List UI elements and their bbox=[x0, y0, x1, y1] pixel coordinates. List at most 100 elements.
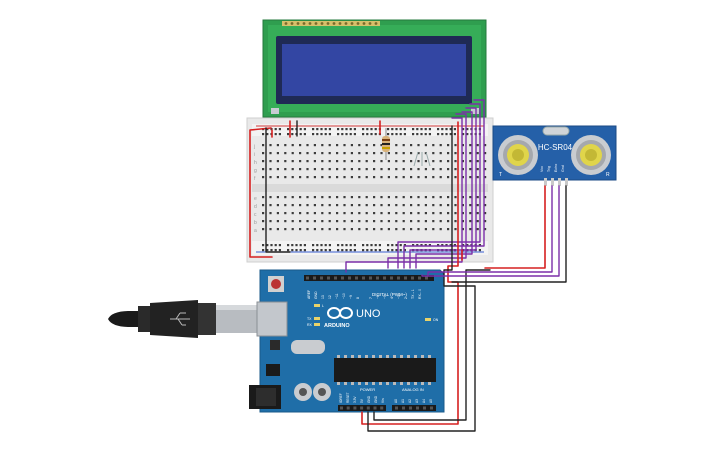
breadboard-hole bbox=[424, 228, 427, 231]
usb-jack[interactable] bbox=[256, 301, 288, 337]
breadboard-hole bbox=[461, 152, 464, 155]
wire-black[interactable] bbox=[265, 127, 291, 253]
lcd-module[interactable] bbox=[262, 19, 487, 118]
breadboard-hole bbox=[476, 168, 479, 171]
pin-label: Vin bbox=[381, 398, 385, 403]
pin-label: A3 bbox=[415, 399, 419, 403]
breadboard-hole bbox=[291, 204, 294, 207]
usb-icon bbox=[170, 312, 190, 326]
sensor-pins[interactable] bbox=[544, 178, 568, 186]
breadboard-hole bbox=[270, 249, 273, 252]
breadboard-hole bbox=[417, 152, 420, 155]
breadboard-hole bbox=[262, 249, 265, 252]
lcd-pin bbox=[332, 22, 336, 25]
breadboard-hole bbox=[417, 160, 420, 163]
breadboard-hole bbox=[447, 144, 450, 147]
wire-black[interactable] bbox=[451, 185, 567, 283]
breadboard-hole bbox=[321, 152, 324, 155]
breadboard[interactable]: j i h g f e d c b a bbox=[246, 117, 494, 263]
wire-purple[interactable] bbox=[403, 99, 485, 269]
breadboard-hole bbox=[469, 212, 472, 215]
breadboard-hole bbox=[343, 204, 346, 207]
breadboard-hole bbox=[466, 244, 469, 247]
chip-pin bbox=[379, 382, 382, 385]
arduino-uno-board[interactable]: AREF GND 13 12 ~11 ~10 ~9 8 7 ~6 ~5 4 ~3… bbox=[249, 269, 445, 413]
wire-purple[interactable] bbox=[345, 117, 463, 273]
breadboard-hole bbox=[402, 228, 405, 231]
breadboard-hole bbox=[306, 212, 309, 215]
breadboard-hole bbox=[417, 228, 420, 231]
breadboard-hole bbox=[380, 196, 383, 199]
wire-red[interactable] bbox=[484, 185, 546, 269]
chip-pin bbox=[344, 355, 347, 358]
ultrasonic-sensor[interactable]: HC-SR04 T R Vcc Trig Echo Gnd bbox=[492, 125, 617, 186]
breadboard-hole bbox=[321, 220, 324, 223]
breadboard-hole bbox=[278, 133, 281, 136]
header-hole bbox=[341, 276, 344, 280]
breadboard-hole bbox=[484, 152, 487, 155]
resistor[interactable] bbox=[382, 128, 390, 160]
breadboard-hole bbox=[324, 133, 327, 136]
wire-black[interactable] bbox=[367, 125, 476, 432]
pin-label: A0 bbox=[394, 399, 398, 403]
sensor-pin-label: Vcc bbox=[540, 166, 544, 172]
breadboard-hole bbox=[437, 244, 440, 247]
analog-header[interactable] bbox=[392, 405, 436, 411]
digital-label: DIGITAL (PWM~) bbox=[372, 292, 407, 297]
breadboard-hole bbox=[410, 160, 413, 163]
breadboard-hole bbox=[469, 220, 472, 223]
breadboard-hole bbox=[276, 144, 279, 147]
breadboard-hole bbox=[466, 128, 469, 131]
breadboard-hole bbox=[276, 212, 279, 215]
breadboard-hole bbox=[345, 128, 348, 131]
lcd-pin bbox=[296, 22, 300, 25]
wire-purple[interactable] bbox=[421, 185, 560, 277]
breadboard-hole bbox=[328, 168, 331, 171]
pin-label: GND bbox=[367, 395, 371, 403]
trimmer-component[interactable] bbox=[413, 151, 431, 167]
digital-header[interactable] bbox=[304, 275, 434, 281]
breadboard-hole bbox=[274, 244, 277, 247]
header-hole bbox=[380, 406, 384, 410]
breadboard-hole bbox=[476, 144, 479, 147]
chip-pin bbox=[386, 355, 389, 358]
pin-label: GND bbox=[314, 291, 318, 299]
power-header[interactable] bbox=[338, 405, 386, 411]
breadboard-hole bbox=[276, 220, 279, 223]
pin-label: 8 bbox=[356, 297, 360, 299]
breadboard-hole bbox=[358, 204, 361, 207]
breadboard-hole bbox=[358, 228, 361, 231]
wire-black[interactable] bbox=[373, 269, 491, 421]
breadboard-hole bbox=[461, 212, 464, 215]
breadboard-hole bbox=[345, 249, 348, 252]
breadboard-hole bbox=[312, 244, 315, 247]
breadboard-hole bbox=[299, 168, 302, 171]
header-hole bbox=[340, 406, 343, 410]
breadboard-hole bbox=[365, 160, 368, 163]
breadboard-hole bbox=[484, 196, 487, 199]
lcd-pin bbox=[326, 22, 330, 25]
wire-red[interactable] bbox=[249, 127, 273, 258]
breadboard-hole bbox=[395, 176, 398, 179]
breadboard-hole bbox=[313, 176, 316, 179]
usb-cable[interactable] bbox=[108, 300, 264, 338]
reset-button[interactable] bbox=[268, 276, 284, 292]
power-label: POWER bbox=[360, 387, 375, 392]
breadboard-hole bbox=[262, 228, 265, 231]
breadboard-hole bbox=[424, 160, 427, 163]
row-letter: i bbox=[254, 152, 255, 158]
wire-purple[interactable] bbox=[409, 107, 477, 269]
breadboard-hole bbox=[424, 176, 427, 179]
wire-purple[interactable] bbox=[427, 185, 553, 276]
header-hole bbox=[366, 406, 370, 410]
wires bbox=[249, 99, 567, 432]
breadboard-hole bbox=[424, 196, 427, 199]
lcd-pin bbox=[356, 22, 360, 25]
wire-purple[interactable] bbox=[397, 103, 481, 269]
breadboard-hole bbox=[343, 196, 346, 199]
breadboard-hole bbox=[462, 128, 465, 131]
breadboard-hole bbox=[370, 249, 373, 252]
chip-pin bbox=[428, 355, 431, 358]
breadboard-hole bbox=[454, 228, 457, 231]
